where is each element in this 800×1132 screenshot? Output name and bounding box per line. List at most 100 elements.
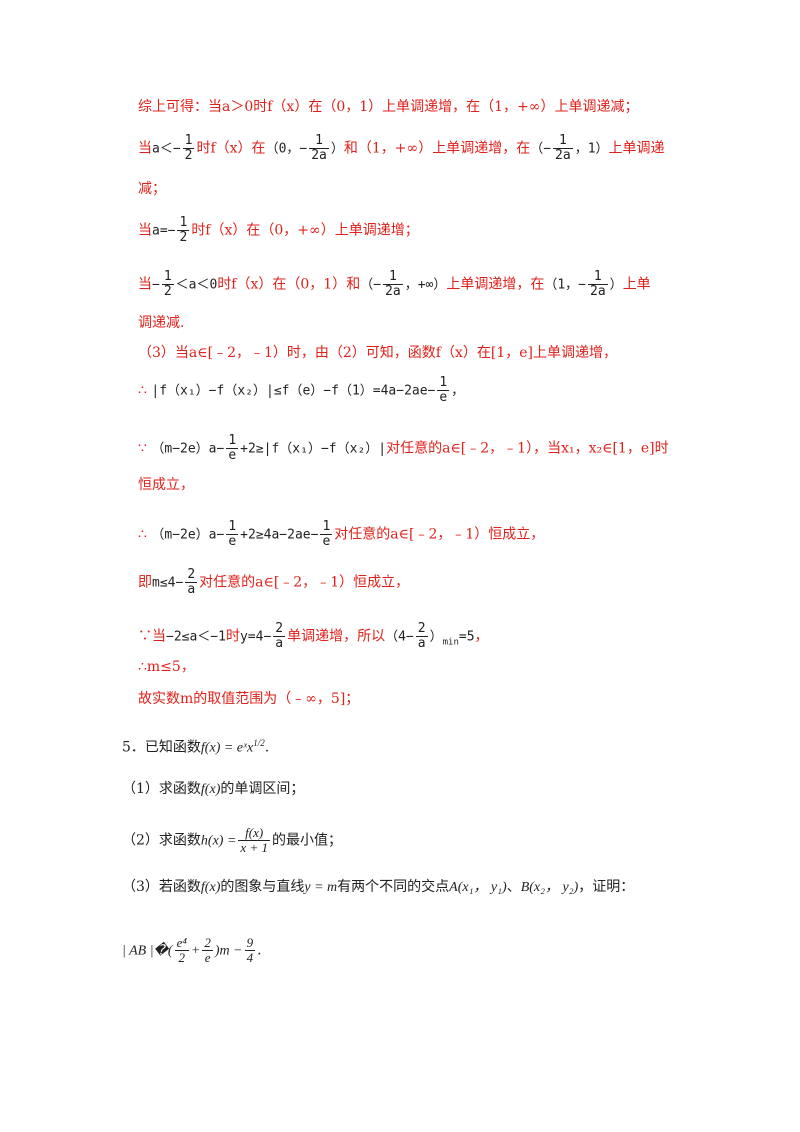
text: 时f（x）在	[196, 140, 266, 157]
math: +	[190, 943, 201, 959]
text: 时f（x）在（0，+∞）上单调递增；	[191, 222, 419, 239]
text: 、	[506, 879, 521, 895]
therefore-symbol: ∴	[138, 382, 147, 399]
text: 和（1，+∞）上单调递增，在	[343, 140, 531, 157]
question-5-part-1: （1）求函数f(x)的单调区间；	[122, 780, 304, 799]
text: 时	[225, 628, 240, 645]
math: +2≥4a−2ae−	[240, 527, 319, 543]
math: |f（x₁）−f（x₂）|≤f（e）−f（1）=4a−2ae−	[151, 383, 436, 399]
math: −	[152, 277, 160, 293]
because-line-1-cont: 恒成立，	[138, 477, 194, 493]
math: f(x) = eˣx	[200, 740, 254, 756]
math: )m −	[214, 943, 243, 959]
question-5-title: 5．已知函数f(x) = eˣx1/2.	[122, 734, 269, 758]
text: 对任意的a∈[﹣2，﹣1）恒成立，	[199, 574, 410, 591]
conclusion-line: 故实数m的取值范围为（﹣∞，5]；	[138, 691, 360, 707]
case-a-between-cont: 调递减.	[138, 315, 185, 331]
math: ，	[451, 383, 465, 399]
text: 当	[138, 276, 152, 293]
math: ）	[429, 629, 443, 645]
math: （m−2e）a−	[151, 441, 225, 457]
math: y=4−	[239, 629, 272, 645]
math: y = m	[304, 880, 338, 895]
text: （3）若函数	[122, 879, 201, 895]
math: （4−	[385, 629, 414, 645]
text: （2）求函数	[122, 832, 201, 849]
text: 的单调区间；	[220, 781, 305, 797]
math: m≤4−	[152, 575, 184, 591]
math: （m−2e）a−	[151, 527, 225, 543]
text: 即	[138, 574, 152, 591]
therefore-symbol: ∴	[138, 526, 147, 543]
math: f(x)	[200, 880, 221, 895]
text: 上单调递增，在	[446, 276, 545, 293]
math: a＜−	[152, 141, 181, 157]
math: （0，−	[265, 141, 308, 157]
because-symbol: ∵	[138, 440, 147, 457]
math: a=−	[152, 223, 176, 239]
math: （−	[530, 141, 552, 157]
text: 当	[138, 140, 152, 157]
math: ＜a＜0	[175, 277, 218, 293]
text: 的图象与直线	[220, 879, 305, 895]
subscript: min	[442, 637, 459, 648]
text: 对任意的a∈[﹣2，﹣1），当x₁，x₂∈[1，e]时	[386, 440, 669, 457]
text: （1）求函数	[122, 781, 201, 797]
math: h(x) =	[200, 833, 237, 849]
text: 当	[138, 222, 152, 239]
text: 单调递增，所以	[287, 628, 386, 645]
math: ）	[609, 277, 623, 293]
question-5-part-3: （3）若函数f(x)的图象与直线y = m有两个不同的交点A(x₁， y₁)、B…	[122, 878, 634, 897]
math: =5	[458, 629, 475, 645]
text: 有两个不同的交点	[337, 879, 450, 895]
part3-intro-line: （3）当a∈[﹣2，﹣1）时，由（2）可知，函数f（x）在[1，e]上单调递增，	[138, 345, 617, 361]
math: −2≤a＜−1	[166, 629, 226, 645]
text: .	[264, 739, 270, 756]
math: （−	[360, 277, 382, 293]
superscript: 1/2	[253, 738, 265, 748]
math: B(x₂， y₂)	[520, 880, 579, 895]
fraction: f(x)x + 1	[238, 825, 270, 855]
text: 5．已知函数	[122, 739, 201, 756]
math: +2≥|f（x₁）−f（x₂）|	[240, 441, 387, 457]
text: 的最小值；	[271, 832, 342, 849]
text: 上单调递	[608, 140, 665, 157]
text: 上单	[622, 276, 651, 293]
text: ，证明：	[578, 879, 635, 895]
math: ）	[330, 141, 344, 157]
math: （1，−	[544, 277, 587, 293]
text: 对任意的a∈[﹣2，﹣1）恒成立，	[334, 526, 545, 543]
math: f(x)	[200, 782, 221, 797]
case-a-less-cont: 减；	[138, 181, 166, 197]
math: ，+∞）	[404, 277, 447, 293]
text: .	[257, 942, 262, 959]
math: A(x₁， y₁)	[449, 880, 507, 895]
therefore-result-line: ∴m≤5，	[138, 659, 195, 675]
